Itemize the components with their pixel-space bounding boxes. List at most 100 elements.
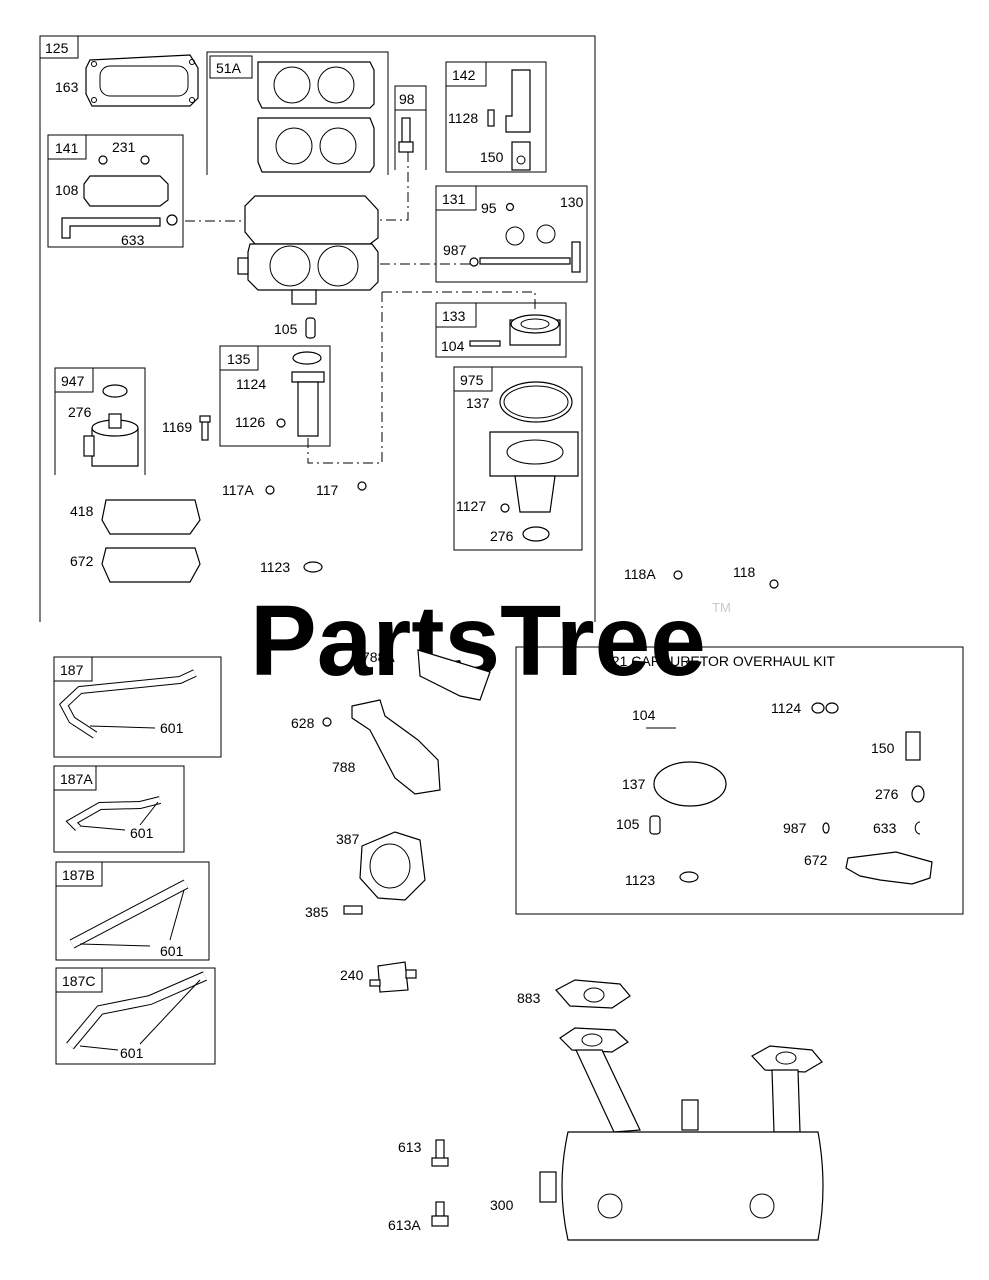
kit-part-276 (911, 785, 925, 803)
label-130: 130 (560, 194, 584, 210)
group-51A: 51A (206, 51, 389, 175)
group-187A: 187A (53, 765, 185, 853)
label-276-975: 276 (490, 528, 514, 544)
label-95: 95 (481, 200, 497, 216)
kit-label-672: 672 (804, 852, 828, 868)
carburetor-body[interactable] (237, 195, 379, 305)
group-947-label: 947 (61, 373, 85, 389)
label-1128: 1128 (448, 110, 478, 126)
group-125-label: 125 (45, 40, 69, 56)
label-1169: 1169 (162, 419, 192, 435)
group-187B-label: 187B (62, 867, 95, 883)
kit-label-105: 105 (616, 816, 640, 832)
label-601-187A: 601 (130, 825, 154, 841)
part-300-muffler[interactable] (539, 1027, 824, 1241)
label-240: 240 (340, 967, 364, 983)
kit-part-672 (845, 851, 933, 885)
label-117A: 117A (222, 482, 254, 498)
label-601-187C: 601 (120, 1045, 144, 1061)
kit-label-276: 276 (875, 786, 899, 802)
kit-label-1124: 1124 (771, 700, 801, 716)
label-104: 104 (441, 338, 465, 354)
group-187: 187 (53, 656, 222, 758)
kit-part-987 (822, 822, 830, 834)
kit-label-633: 633 (873, 820, 897, 836)
label-118A: 118A (624, 566, 656, 582)
part-628[interactable] (322, 717, 332, 727)
kit-part-150 (905, 731, 921, 761)
part-613[interactable] (431, 1139, 449, 1167)
group-141: 141 (47, 134, 184, 248)
kit-part-105 (649, 815, 661, 835)
watermark-tm: TM (712, 600, 731, 615)
label-672: 672 (70, 553, 94, 569)
part-788[interactable] (351, 699, 441, 795)
group-141-label: 141 (55, 140, 79, 156)
group-187A-label: 187A (60, 771, 93, 787)
leader-135 (307, 292, 383, 464)
label-117: 117 (316, 482, 339, 498)
label-633: 633 (121, 232, 145, 248)
label-987: 987 (443, 242, 467, 258)
part-1123[interactable] (303, 561, 323, 573)
label-883: 883 (517, 990, 541, 1006)
kit-label-104: 104 (632, 707, 656, 723)
group-187C-label: 187C (62, 973, 95, 989)
group-142-label: 142 (452, 67, 476, 83)
group-975-label: 975 (460, 372, 484, 388)
label-1127: 1127 (456, 498, 486, 514)
label-118: 118 (733, 564, 756, 580)
group-131-label: 131 (442, 191, 466, 207)
label-601-187B: 601 (160, 943, 184, 959)
part-163-gasket[interactable] (85, 54, 199, 107)
kit-part-633 (914, 821, 921, 835)
label-628: 628 (291, 715, 315, 731)
group-187C: 187C (55, 967, 216, 1065)
label-163: 163 (55, 79, 79, 95)
label-231: 231 (112, 139, 136, 155)
part-117[interactable] (357, 481, 367, 491)
label-613A: 613A (388, 1217, 421, 1233)
kit-part-1123 (679, 871, 699, 883)
part-672[interactable] (101, 547, 201, 583)
kit-label-987: 987 (783, 820, 807, 836)
part-613A[interactable] (431, 1201, 449, 1227)
label-137: 137 (466, 395, 490, 411)
group-975: 975 (453, 366, 583, 551)
part-118A[interactable] (673, 570, 683, 580)
part-117A[interactable] (265, 485, 275, 495)
group-125: 125 (39, 35, 596, 622)
label-613: 613 (398, 1139, 422, 1155)
part-118[interactable] (769, 579, 779, 589)
group-142: 142 (445, 61, 547, 173)
label-105: 105 (274, 321, 298, 337)
group-133-label: 133 (442, 308, 466, 324)
part-387-fuel-pump[interactable] (359, 831, 426, 901)
group-131: 131 (435, 185, 588, 283)
label-1124: 1124 (236, 376, 266, 392)
part-418[interactable] (101, 499, 201, 535)
part-105[interactable] (305, 317, 316, 339)
group-98-label: 98 (399, 91, 415, 107)
part-1169[interactable] (199, 415, 211, 441)
kit-title: 121 CARBURETOR OVERHAUL KIT (604, 653, 836, 669)
label-1126: 1126 (235, 414, 265, 430)
group-133: 133 (435, 302, 567, 358)
kit-part-137 (653, 761, 727, 807)
label-601-187: 601 (160, 720, 184, 736)
group-135-label: 135 (227, 351, 251, 367)
part-385[interactable] (343, 905, 363, 915)
label-418: 418 (70, 503, 94, 519)
part-240-filter[interactable] (369, 961, 417, 993)
part-788A[interactable] (417, 649, 491, 701)
label-108: 108 (55, 182, 79, 198)
label-276: 276 (68, 404, 92, 420)
label-788A: 788A (362, 649, 395, 665)
group-187-label: 187 (60, 662, 84, 678)
leader-98 (380, 152, 409, 221)
label-150: 150 (480, 149, 504, 165)
part-883-gasket[interactable] (555, 979, 631, 1009)
kit-label-1123: 1123 (625, 872, 655, 888)
label-385: 385 (305, 904, 329, 920)
